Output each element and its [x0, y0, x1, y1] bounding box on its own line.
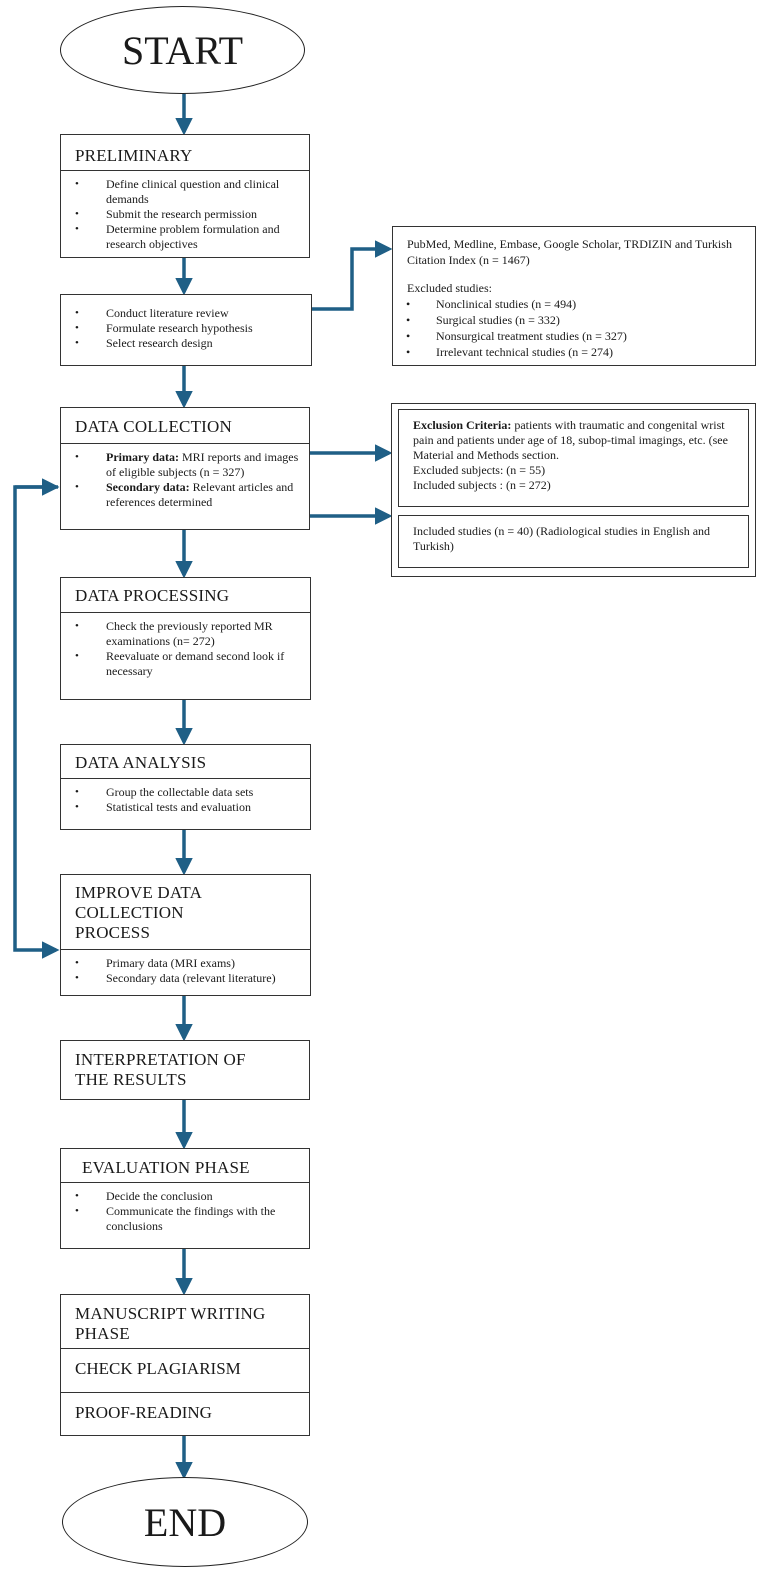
data-analysis-box: DATA ANALYSIS Group the collectable data…	[60, 744, 311, 830]
evaluation-title: EVALUATION PHASE	[61, 1149, 309, 1183]
end-terminal: END	[62, 1477, 308, 1567]
interpretation-box: INTERPRETATION OF THE RESULTS	[60, 1040, 310, 1100]
excluded-subjects: Excluded subjects: (n = 55)	[413, 463, 546, 477]
excluded-studies-list: Nonclinical studies (n = 494) Surgical s…	[393, 296, 745, 360]
list-item: Communicate the findings with the conclu…	[61, 1204, 299, 1234]
list-item: Check the previously reported MR examina…	[61, 619, 300, 649]
check-plagiarism: CHECK PLAGIARISM	[75, 1359, 241, 1378]
preliminary-list: Define clinical question and clinical de…	[61, 171, 309, 258]
preliminary-box: PRELIMINARY Define clinical question and…	[60, 134, 310, 258]
preliminary-title: PRELIMINARY	[61, 135, 309, 171]
search-sources: PubMed, Medline, Embase, Google Scholar,…	[407, 237, 732, 267]
proof-reading: PROOF-READING	[75, 1403, 212, 1422]
evaluation-list: Decide the conclusion Communicate the fi…	[61, 1183, 309, 1240]
list-item: Group the collectable data sets	[61, 785, 300, 800]
list-item: Nonclinical studies (n = 494)	[393, 296, 745, 312]
literature-box: Conduct literature review Formulate rese…	[60, 294, 312, 366]
list-item: Irrelevant technical studies (n = 274)	[393, 344, 745, 360]
list-item: Surgical studies (n = 332)	[393, 312, 745, 328]
secondary-text: Relevant articles and references determi…	[106, 480, 294, 509]
evaluation-box: EVALUATION PHASE Decide the conclusion C…	[60, 1148, 310, 1249]
list-item: Secondary data (relevant literature)	[61, 971, 300, 986]
list-item: Submit the research permission	[61, 207, 299, 222]
list-item: Statistical tests and evaluation	[61, 800, 300, 815]
list-item: Select research design	[61, 336, 301, 351]
primary-label: Primary data:	[106, 450, 179, 464]
included-subjects: Included subjects : (n = 272)	[413, 478, 551, 492]
end-label: END	[143, 1499, 227, 1545]
arrow-literature-search	[312, 240, 393, 311]
interpretation-title: INTERPRETATION OF THE RESULTS	[75, 1050, 246, 1089]
improve-process-box: IMPROVE DATA COLLECTION PROCESS Primary …	[60, 874, 311, 996]
literature-list: Conduct literature review Formulate rese…	[61, 295, 311, 357]
list-item: Conduct literature review	[61, 306, 301, 321]
manuscript-box: MANUSCRIPT WRITING PHASE CHECK PLAGIARIS…	[60, 1294, 310, 1436]
exclusion-criteria-box: Exclusion Criteria: patients with trauma…	[398, 409, 749, 507]
list-item: Determine problem formulation and resear…	[61, 222, 299, 252]
data-collection-box: DATA COLLECTION Primary data: MRI report…	[60, 407, 310, 530]
list-item: Secondary data: Relevant articles and re…	[61, 480, 299, 510]
search-results-box: PubMed, Medline, Embase, Google Scholar,…	[392, 226, 756, 366]
exclusion-text: patients with traumatic and congenital w…	[413, 418, 728, 462]
data-collection-list: Primary data: MRI reports and images of …	[61, 444, 309, 516]
divider	[61, 1392, 309, 1393]
primary-text: MRI reports and images of eligible subje…	[106, 450, 299, 479]
data-collection-title: DATA COLLECTION	[61, 408, 309, 444]
improve-process-title: IMPROVE DATA COLLECTION PROCESS	[61, 875, 310, 950]
excluded-heading: Excluded studies:	[407, 281, 492, 295]
list-item: Primary data (MRI exams)	[61, 956, 300, 971]
list-item: Reevaluate or demand second look if nece…	[61, 649, 300, 679]
data-processing-box: DATA PROCESSING Check the previously rep…	[60, 577, 311, 700]
secondary-label: Secondary data:	[106, 480, 190, 494]
divider	[61, 1348, 309, 1349]
list-item: Formulate research hypothesis	[61, 321, 301, 336]
manuscript-title: MANUSCRIPT WRITING PHASE	[75, 1304, 266, 1343]
selection-outer-frame	[391, 403, 756, 577]
start-label: START	[121, 27, 244, 73]
data-processing-title: DATA PROCESSING	[61, 578, 310, 613]
list-item: Primary data: MRI reports and images of …	[61, 450, 299, 480]
improve-process-list: Primary data (MRI exams) Secondary data …	[61, 950, 310, 992]
exclusion-criteria-text: Exclusion Criteria: patients with trauma…	[413, 418, 738, 463]
arrow-improve-loop-back	[13, 485, 60, 959]
start-terminal: START	[60, 6, 305, 94]
list-item: Nonsurgical treatment studies (n = 327)	[393, 328, 745, 344]
included-studies-box: Included studies (n = 40) (Radiological …	[398, 515, 749, 568]
data-processing-list: Check the previously reported MR examina…	[61, 613, 310, 685]
list-item: Decide the conclusion	[61, 1189, 299, 1204]
list-item: Define clinical question and clinical de…	[61, 177, 299, 207]
data-analysis-list: Group the collectable data sets Statisti…	[61, 779, 310, 821]
exclusion-label: Exclusion Criteria:	[413, 418, 512, 432]
data-analysis-title: DATA ANALYSIS	[61, 745, 310, 779]
included-studies-text: Included studies (n = 40) (Radiological …	[413, 524, 711, 553]
